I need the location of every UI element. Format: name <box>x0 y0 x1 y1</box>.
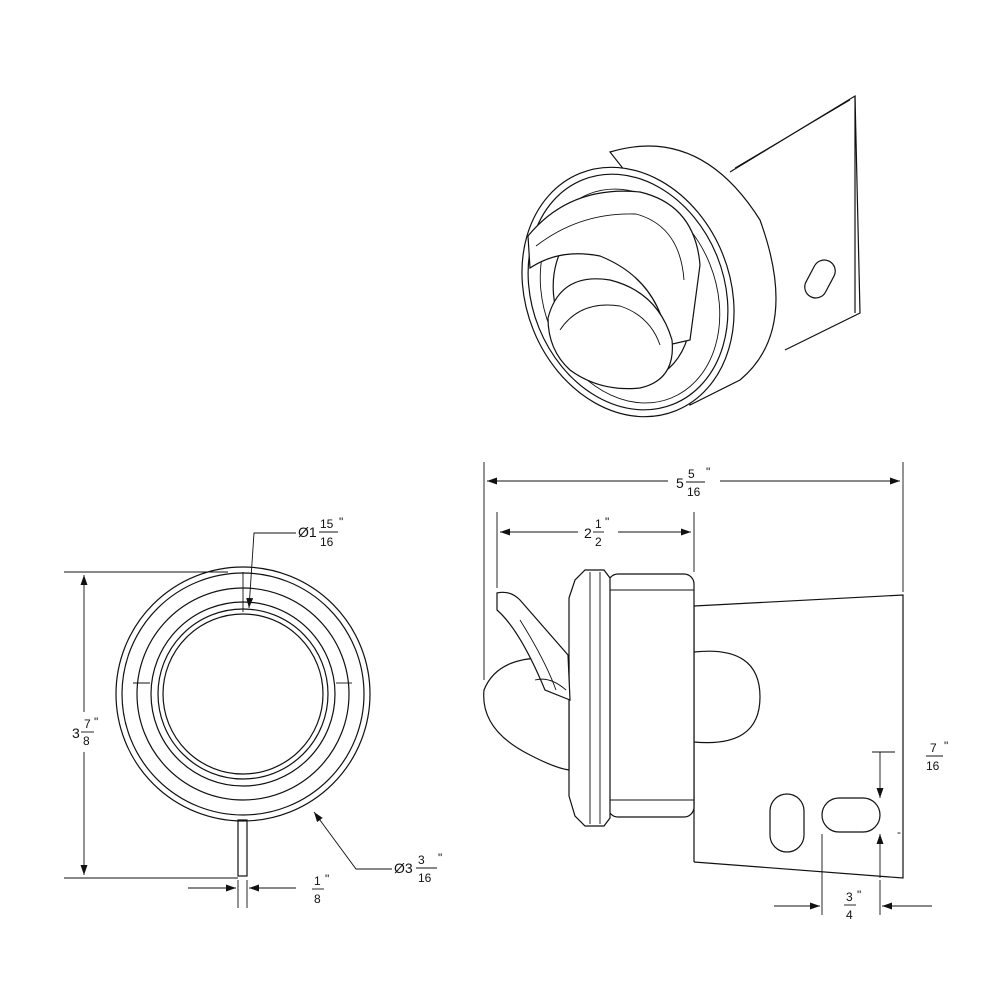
svg-text:": " <box>94 715 98 729</box>
iso-hood <box>527 190 701 346</box>
svg-text:16: 16 <box>687 485 701 499</box>
lens-diameter-label: Ø1 15 16 " <box>298 515 343 549</box>
side-slot-vertical <box>769 793 805 853</box>
svg-text:7: 7 <box>930 741 937 755</box>
svg-text:5: 5 <box>676 475 684 491</box>
side-rear-dome <box>693 650 761 744</box>
svg-text:": " <box>438 851 442 865</box>
iso-lens <box>547 278 673 390</box>
svg-text:-: - <box>897 825 901 839</box>
svg-text:15: 15 <box>320 517 334 531</box>
side-body <box>607 573 695 818</box>
isometric-view <box>521 94 861 418</box>
svg-text:Ø3: Ø3 <box>394 860 413 876</box>
svg-text:8: 8 <box>314 892 321 906</box>
svg-text:16: 16 <box>926 759 940 773</box>
svg-text:": " <box>706 465 710 479</box>
side-hood <box>496 591 571 701</box>
body-diameter-label: Ø3 3 16 " <box>394 851 442 885</box>
side-bezel <box>568 569 611 827</box>
slot-offset-label: 7 16 " - <box>897 739 948 839</box>
svg-text:1: 1 <box>314 874 321 888</box>
svg-text:7: 7 <box>84 717 91 731</box>
side-bracket-plate <box>693 594 904 879</box>
svg-text:": " <box>857 888 861 902</box>
svg-text:1: 1 <box>595 517 602 531</box>
svg-text:2: 2 <box>595 535 602 549</box>
svg-text:16: 16 <box>320 535 334 549</box>
svg-text:4: 4 <box>846 908 853 922</box>
svg-text:8: 8 <box>83 734 90 748</box>
svg-text:Ø1: Ø1 <box>298 524 317 540</box>
front-body-outline <box>115 566 371 822</box>
height-label: 3 7 8 " <box>70 712 100 752</box>
svg-text:3: 3 <box>846 890 853 904</box>
svg-text:": " <box>325 872 329 886</box>
iso-mounting-slot <box>804 259 836 299</box>
side-slot-horizontal <box>821 797 881 833</box>
side-view: 5 5 16 " 2 1 2 " 7 16 " - <box>483 462 948 922</box>
front-lens <box>162 613 324 775</box>
svg-text:3: 3 <box>72 725 80 741</box>
svg-text:": " <box>339 515 343 529</box>
svg-text:": " <box>944 739 948 753</box>
tab-thickness-label: 1 8 " <box>312 872 329 906</box>
svg-text:2: 2 <box>584 525 592 541</box>
front-mount-tab <box>237 819 248 877</box>
slot-width-label: 3 4 " <box>844 888 861 922</box>
svg-text:": " <box>605 515 609 529</box>
svg-text:3: 3 <box>418 853 425 867</box>
overall-length-label: 5 5 16 " <box>668 462 720 502</box>
front-view: 3 7 8 " Ø1 15 16 " Ø3 3 16 " <box>64 515 442 908</box>
body-length-label: 2 1 2 " <box>578 512 618 552</box>
svg-text:5: 5 <box>688 467 695 481</box>
svg-text:16: 16 <box>418 871 432 885</box>
